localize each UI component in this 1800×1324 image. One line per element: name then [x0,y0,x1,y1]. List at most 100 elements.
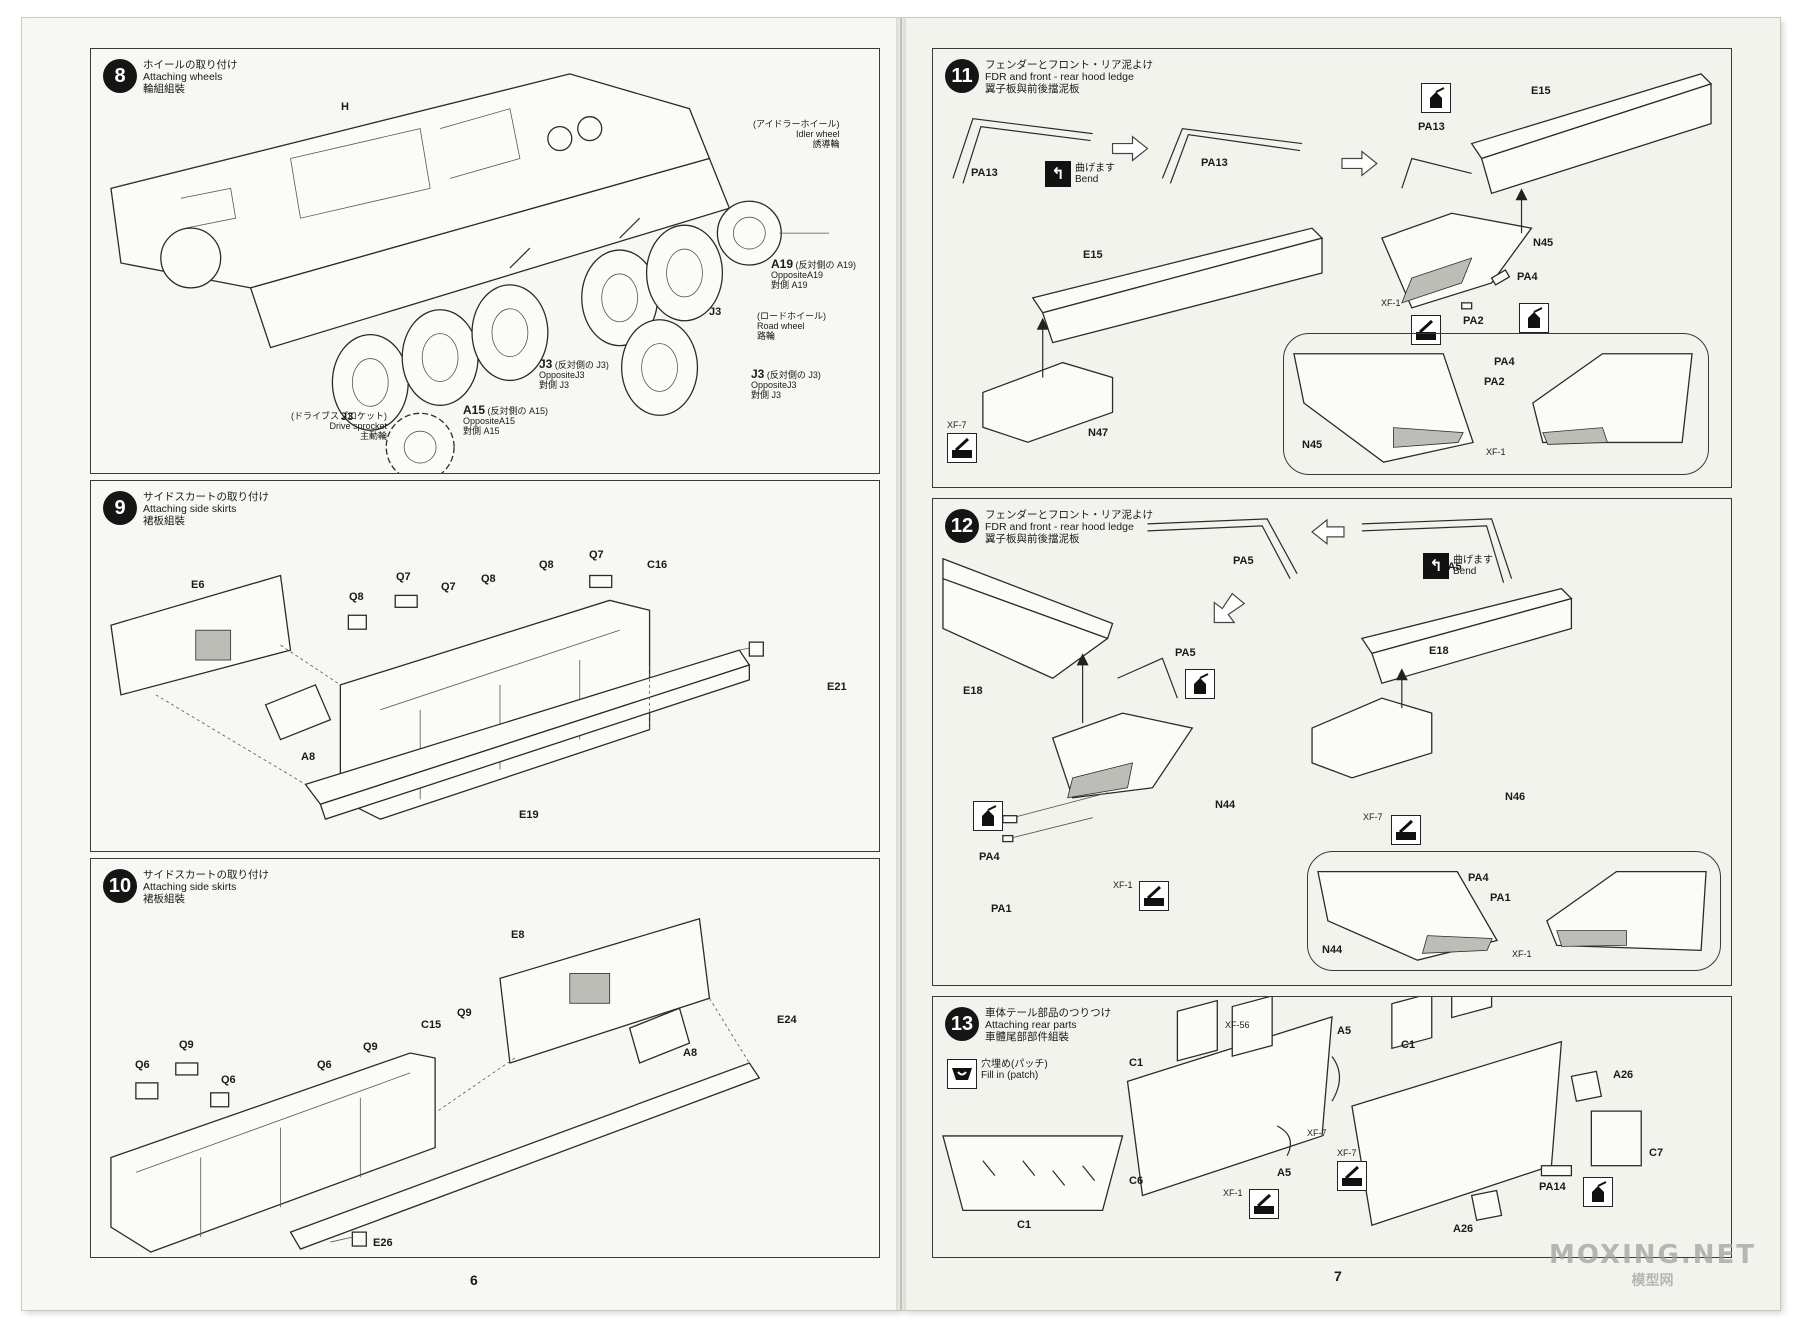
part-label-e15: E15 [1083,249,1103,261]
part-label-c15: C15 [421,1019,442,1031]
detail-illustration [1293,353,1693,463]
part-label-pa14: PA14 [1539,1181,1566,1193]
book-spine [896,18,906,1310]
detail-view-n44: N44 PA4 PA1 XF-1 [1307,851,1721,971]
note-en: OppositeJ3 [751,380,797,390]
detail-view-n45: N45 PA4 PA2 XF-1 [1283,333,1709,475]
paint-brush-icon [1391,815,1421,845]
paint-brush-icon [947,433,977,463]
patch-fill-icon [947,1059,977,1089]
road-wheels [331,224,724,431]
part-label-j3: J3 [539,357,553,371]
paint-code-xf1: XF-1 [1223,1188,1243,1198]
step-title-en: FDR and front - rear hood ledge [985,521,1134,533]
step-12-header: 12 フェンダーとフロント・リア泥よけ FDR and front - rear… [945,509,1153,545]
step-number: 13 [945,1007,979,1041]
part-label-n47: N47 [1088,427,1109,439]
step-title: フェンダーとフロント・リア泥よけ FDR and front - rear ho… [985,509,1153,545]
part-label-a15: A15 [463,403,486,417]
paint-code-xf56: XF-56 [1225,1020,1250,1030]
step-title: 車体テール部品のつりつけ Attaching rear parts 車體尾部部件… [985,1007,1111,1043]
step-13-header: 13 車体テール部品のつりつけ Attaching rear parts 車體尾… [945,1007,1111,1043]
part-label-e21: E21 [827,681,847,693]
part-label-pa4: PA4 [1494,356,1515,368]
part-label-n44: N44 [1215,799,1236,811]
part-label-c7: C7 [1649,1147,1664,1159]
part-label-q6: Q6 [135,1059,150,1071]
paint-code-xf7: XF-7 [1363,812,1383,822]
step-9-panel: 9 サイドスカートの取り付け Attaching side skirts 裙板組… [90,480,880,852]
part-label-c16: C16 [647,559,668,571]
paint-brush-icon [1411,315,1441,345]
paint-code-xf7: XF-7 [947,420,967,430]
callout-opposite-j3: J3 (反対側の J3) OppositeJ3 對側 J3 [751,367,821,400]
step-title-cn: 翼子板與前後擋泥板 [985,533,1080,545]
part-label-e18: E18 [1429,645,1449,657]
part-label-e15: E15 [1531,85,1551,97]
step-title: サイドスカートの取り付け Attaching side skirts 裙板組裝 [143,869,269,905]
note-jp: (反対側の J3) [554,360,609,370]
note-en: Road wheel [757,321,805,331]
paint-code-xf7: XF-7 [1337,1148,1357,1158]
step-title: フェンダーとフロント・リア泥よけ FDR and front - rear ho… [985,59,1153,95]
step-number: 8 [103,59,137,93]
part-label-q6: Q6 [221,1074,236,1086]
note-en: Idler wheel [796,129,840,139]
part-label-h: H [341,101,349,113]
part-label-a26: A26 [1613,1069,1634,1081]
step-12-panel: 12 フェンダーとフロント・リア泥よけ FDR and front - rear… [932,498,1732,986]
step-title-jp: フェンダーとフロント・リア泥よけ [985,59,1153,71]
part-label-pa4: PA4 [1517,271,1538,283]
part-label-pa1: PA1 [991,903,1012,915]
note-cn: 路輪 [757,331,776,341]
step-11-header: 11 フェンダーとフロント・リア泥よけ FDR and front - rear… [945,59,1153,95]
part-label-q8: Q8 [349,591,364,603]
part-label-j3: J3 [341,411,354,423]
part-label-q6: Q6 [317,1059,332,1071]
step-9-header: 9 サイドスカートの取り付け Attaching side skirts 裙板組… [103,491,269,527]
bend-arrow-icon: ↰ [1045,161,1071,187]
part-label-pa4: PA4 [1468,872,1489,884]
paint-brush-icon [1249,1189,1279,1219]
watermark-logo-text: MOXING.NET [1548,1240,1756,1270]
paint-brush-icon [1337,1161,1367,1191]
bend-arrow-icon: ↰ [1423,553,1449,579]
note-jp: 曲げます [1075,163,1115,174]
note-jp: (ドライブスプロケット) [291,411,387,421]
part-label-q8: Q8 [539,559,554,571]
note-cn: 誘導輪 [812,139,840,149]
part-label-q8: Q8 [481,573,496,585]
callout-road-wheel: (ロードホイール) Road wheel 路輪 [757,311,826,341]
part-label-pa13: PA13 [1201,157,1228,169]
part-label-c6: C6 [1129,1175,1144,1187]
part-label-q9: Q9 [363,1041,378,1053]
step-10-illustration [110,917,761,1253]
paint-code-xf1: XF-1 [1512,949,1532,959]
note-jp: (ロードホイール) [757,311,826,321]
drive-sprocket [385,412,455,473]
part-label-n44: N44 [1322,944,1343,956]
part-label-a8: A8 [683,1047,698,1059]
note-en: Fill in (patch) [981,1070,1039,1081]
cement-bottle-icon [1185,669,1215,699]
step-title-cn: 輪組組裝 [143,83,185,95]
part-label-pa5: PA5 [1233,555,1254,567]
part-label-j3: J3 [751,367,765,381]
step-title-jp: サイドスカートの取り付け [143,869,269,881]
part-label-j3: J3 [709,306,722,318]
step-title-jp: 車体テール部品のつりつけ [985,1007,1112,1019]
part-label-e18: E18 [963,685,983,697]
step-title: サイドスカートの取り付け Attaching side skirts 裙板組裝 [143,491,269,527]
note-jp: (反対側の J3) [766,370,821,380]
step-title: ホイールの取り付け Attaching wheels 輪組組裝 [143,59,238,95]
paint-code-xf1: XF-1 [1381,298,1401,308]
patch-note: 穴埋め(パッチ) Fill in (patch) [981,1059,1048,1081]
step-number: 9 [103,491,137,525]
callout-idler-wheel: (アイドラーホイール) Idler wheel 誘導輪 [753,119,840,149]
step-title-en: Attaching side skirts [143,503,237,515]
note-en: Bend [1453,566,1477,577]
part-label-c1: C1 [1017,1219,1032,1231]
part-label-q9: Q9 [457,1007,472,1019]
cement-bottle-icon [1519,303,1549,333]
step-13-panel: 13 車体テール部品のつりつけ Attaching rear parts 車體尾… [932,996,1732,1258]
